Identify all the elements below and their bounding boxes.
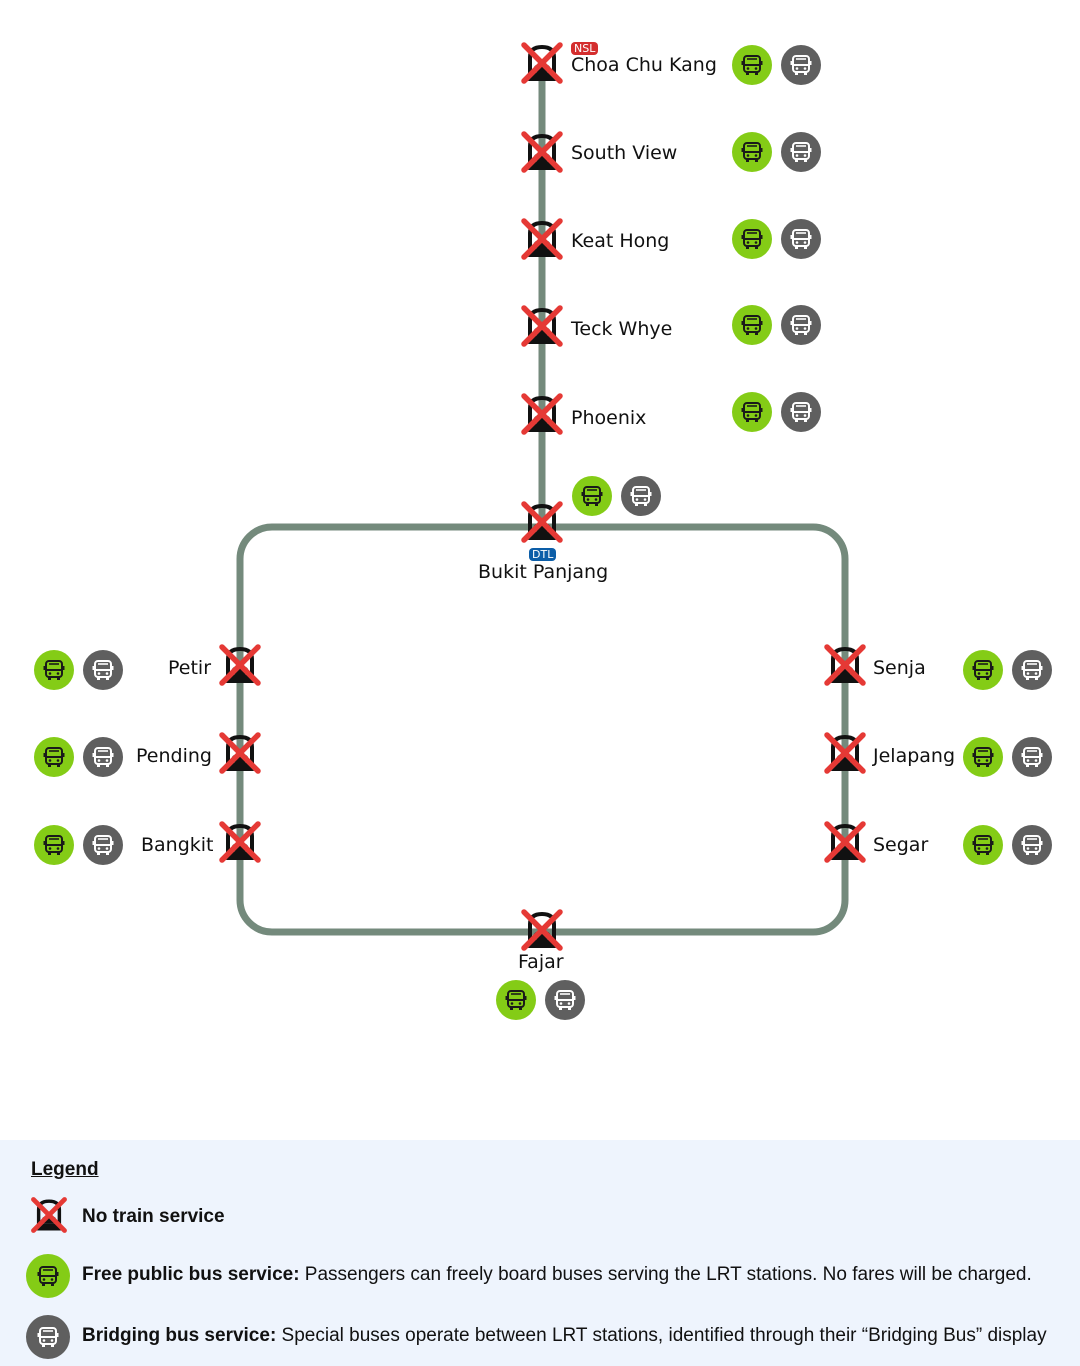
station-label-choa-chu-kang[interactable]: Choa Chu Kang bbox=[571, 54, 717, 76]
legend-desc-free-bus: Passengers can freely board buses servin… bbox=[299, 1264, 1032, 1285]
bridging-bus-icon bbox=[781, 305, 821, 345]
free-bus-icon bbox=[963, 737, 1003, 777]
train-station-closed-icon bbox=[823, 643, 867, 687]
bridging-bus-icon bbox=[83, 737, 123, 777]
free-bus-icon bbox=[963, 650, 1003, 690]
station-label-south-view[interactable]: South View bbox=[571, 142, 678, 164]
train-station-closed-icon bbox=[30, 1196, 68, 1234]
station-label-senja[interactable]: Senja bbox=[873, 657, 926, 679]
free-bus-icon bbox=[34, 650, 74, 690]
legend-label-free-bus: Free public bus service: bbox=[82, 1264, 300, 1285]
bridging-bus-icon bbox=[781, 45, 821, 85]
lrt-map: NSL Choa Chu Kang South View Keat Hong T… bbox=[34, 41, 1052, 1020]
bridging-bus-icon bbox=[1012, 737, 1052, 777]
train-station-closed-icon bbox=[520, 130, 564, 174]
free-bus-icon bbox=[732, 219, 772, 259]
train-station-closed-icon bbox=[520, 217, 564, 261]
station-label-teck-whye[interactable]: Teck Whye bbox=[571, 318, 673, 340]
bridging-bus-icon bbox=[1012, 825, 1052, 865]
free-bus-icon bbox=[963, 825, 1003, 865]
legend-label-bridging-bus: Bridging bus service: bbox=[82, 1325, 277, 1346]
bridging-bus-icon bbox=[781, 219, 821, 259]
free-bus-icon bbox=[732, 392, 772, 432]
nsl-badge: NSL bbox=[571, 42, 599, 55]
bridging-bus-icon bbox=[621, 476, 661, 516]
station-label-bangkit[interactable]: Bangkit bbox=[141, 834, 214, 856]
legend-desc-bridging-bus: Special buses operate between LRT statio… bbox=[276, 1325, 1047, 1346]
free-bus-icon bbox=[732, 45, 772, 85]
station-label-bukit-panjang[interactable]: Bukit Panjang bbox=[478, 561, 609, 583]
free-bus-icon bbox=[34, 737, 74, 777]
legend-text-bridging-bus: Bridging bus service: Special buses oper… bbox=[82, 1325, 1047, 1347]
free-bus-icon bbox=[34, 825, 74, 865]
legend-text-free-bus: Free public bus service: Passengers can … bbox=[82, 1264, 1032, 1286]
bridging-bus-icon bbox=[83, 825, 123, 865]
free-bus-icon bbox=[496, 980, 536, 1020]
station-label-segar[interactable]: Segar bbox=[873, 834, 929, 856]
train-station-closed-icon bbox=[823, 731, 867, 775]
legend-item-free-bus: Free public bus service: Passengers can … bbox=[0, 1254, 1080, 1298]
train-station-closed-icon bbox=[823, 820, 867, 864]
bridging-bus-icon bbox=[1012, 650, 1052, 690]
loop-track bbox=[236, 523, 849, 936]
legend-item-no-train: No train service bbox=[0, 1196, 1080, 1240]
legend-title: Legend bbox=[31, 1159, 99, 1180]
train-station-closed-icon bbox=[520, 392, 564, 436]
free-bus-icon bbox=[26, 1254, 70, 1298]
train-station-closed-icon bbox=[520, 41, 564, 85]
station-label-fajar[interactable]: Fajar bbox=[518, 951, 564, 973]
station-label-phoenix[interactable]: Phoenix bbox=[571, 407, 647, 429]
station-label-pending[interactable]: Pending bbox=[136, 745, 212, 767]
free-bus-icon bbox=[572, 476, 612, 516]
bridging-bus-icon bbox=[781, 392, 821, 432]
legend-item-bridging-bus: Bridging bus service: Special buses oper… bbox=[0, 1315, 1080, 1359]
station-label-petir[interactable]: Petir bbox=[168, 657, 212, 679]
train-station-closed-icon bbox=[520, 908, 564, 952]
legend-panel: Legend No train service Free public bus … bbox=[0, 1140, 1080, 1366]
free-bus-icon bbox=[732, 305, 772, 345]
free-bus-icon bbox=[732, 132, 772, 172]
train-station-closed-icon bbox=[218, 820, 262, 864]
station-label-jelapang[interactable]: Jelapang bbox=[873, 745, 956, 767]
train-station-closed-icon bbox=[520, 500, 564, 544]
bridging-bus-icon bbox=[781, 132, 821, 172]
station-label-keat-hong[interactable]: Keat Hong bbox=[571, 230, 670, 252]
bridging-bus-icon bbox=[83, 650, 123, 690]
train-station-closed-icon bbox=[218, 731, 262, 775]
legend-label-no-train: No train service bbox=[82, 1206, 225, 1227]
train-station-closed-icon bbox=[218, 643, 262, 687]
bridging-bus-icon bbox=[26, 1315, 70, 1359]
train-station-closed-icon bbox=[520, 304, 564, 348]
dtl-badge: DTL bbox=[529, 548, 557, 561]
bridging-bus-icon bbox=[545, 980, 585, 1020]
